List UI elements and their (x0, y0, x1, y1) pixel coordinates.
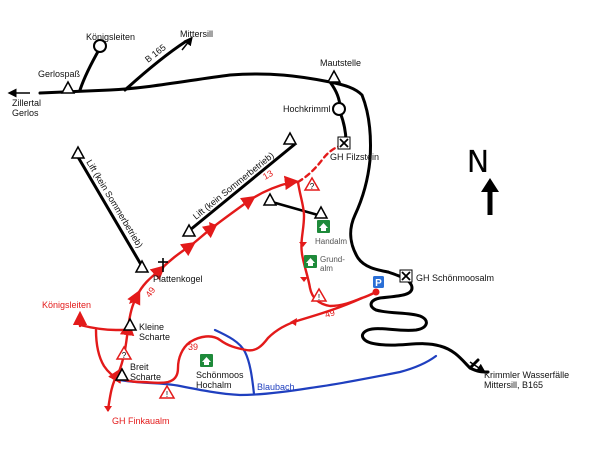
label-handalm: Handalm (315, 237, 347, 246)
hochkrimml-town-icon (332, 102, 346, 116)
label-grundalm-2: alm (320, 264, 333, 273)
peak-mautstelle-icon (326, 69, 342, 83)
peak-gerlospass-icon (60, 80, 76, 94)
label-plattenkogel: Plattenkogel (153, 274, 203, 284)
label-hochkrimml: Hochkrimml (283, 104, 331, 114)
peak-breit-scharte-icon (114, 367, 130, 381)
label-schoenmoos-hochalm-1: Schönmoos (196, 370, 244, 380)
peak-lift-left-icon (70, 145, 86, 159)
label-gerlospass: Gerlospaß (38, 69, 81, 79)
label-gerlos: Gerlos (12, 108, 39, 118)
route-number-39: 39 (188, 342, 198, 352)
warning-triangle-icon: ? (303, 176, 321, 191)
mountain-hut-icon (304, 255, 317, 268)
road-b165 (123, 40, 187, 92)
handalm-connector (271, 200, 319, 217)
krimmler-arrow (469, 361, 486, 373)
route-number-49-right: 49 (324, 307, 337, 320)
label-kleine-scharte-2: Scharte (139, 332, 170, 342)
warning-triangle-icon: ! (310, 287, 328, 302)
peak-plattenkogel-icon (134, 259, 150, 273)
peak-lift-bottom-icon (181, 223, 197, 237)
label-blaubach: Blaubach (257, 382, 295, 392)
peaks (60, 69, 342, 381)
label-grundalm-1: Grund- (320, 255, 345, 264)
route-number-13: 13 (261, 168, 275, 182)
trail-arrows (77, 222, 308, 412)
warning-triangle-icon: ? (115, 345, 133, 360)
north-arrow-icon: N (467, 145, 499, 215)
label-gh-schoenmoosalm: GH Schönmoosalm (416, 273, 494, 283)
roads (38, 40, 490, 374)
schoenmoosalm-point (372, 288, 380, 296)
mittersill-arrow (181, 36, 193, 51)
warnings: ? ! ? ! (115, 176, 328, 399)
label-schoenmoos-hochalm-2: Hochalm (196, 380, 232, 390)
label-koenigsleiten-top: Königsleiten (86, 32, 135, 42)
warning-triangle-icon: ! (158, 384, 176, 399)
svg-text:?: ? (310, 182, 315, 191)
label-breit-scharte-2: Scharte (130, 372, 161, 382)
summit-cross-icon (158, 258, 168, 272)
lift-left-line (76, 156, 145, 269)
svg-text:!: ! (166, 390, 168, 399)
label-gh-filzstein: GH Filzstein (330, 152, 379, 162)
road-koenigsleiten (78, 46, 102, 92)
label-mittersill-top: Mittersill (180, 29, 213, 39)
label-zillertal: Zillertal (12, 98, 41, 108)
peak-handalm-left-icon (262, 192, 278, 206)
label-koenigsleiten-left: Königsleiten (42, 300, 91, 310)
label-breit-scharte-1: Breit (130, 362, 149, 372)
crossed-utensils-icon (337, 136, 351, 150)
label-krimmler-1: Krimmler Wasserfälle (484, 370, 569, 380)
peak-lift-right-icon (282, 131, 298, 145)
peak-kleine-scharte-icon (122, 317, 138, 331)
label-krimmler-2: Mittersill, B165 (484, 380, 543, 390)
road-gerlos (38, 72, 390, 274)
road-serpentines (360, 270, 490, 374)
koenigsleiten-town-icon (93, 39, 107, 53)
route-number-49-left: 49 (143, 285, 157, 299)
label-kleine-scharte-1: Kleine (139, 322, 164, 332)
label-b165: B 165 (143, 42, 168, 64)
svg-text:!: ! (318, 293, 320, 302)
mountain-hut-icon (317, 220, 330, 233)
parking-icon: P (373, 276, 384, 289)
parking-letter: P (375, 278, 382, 289)
label-lift-left: Lift (kein Sommerbetrieb) (84, 158, 145, 250)
north-letter: N (467, 145, 489, 180)
peak-handalm-right-icon (313, 205, 329, 219)
label-gh-finkaualm: GH Finkaualm (112, 416, 170, 426)
svg-text:?: ? (122, 351, 127, 360)
crossed-utensils-icon (399, 269, 413, 283)
mountain-hut-icon (200, 354, 213, 367)
label-mautstelle: Mautstelle (320, 58, 361, 68)
